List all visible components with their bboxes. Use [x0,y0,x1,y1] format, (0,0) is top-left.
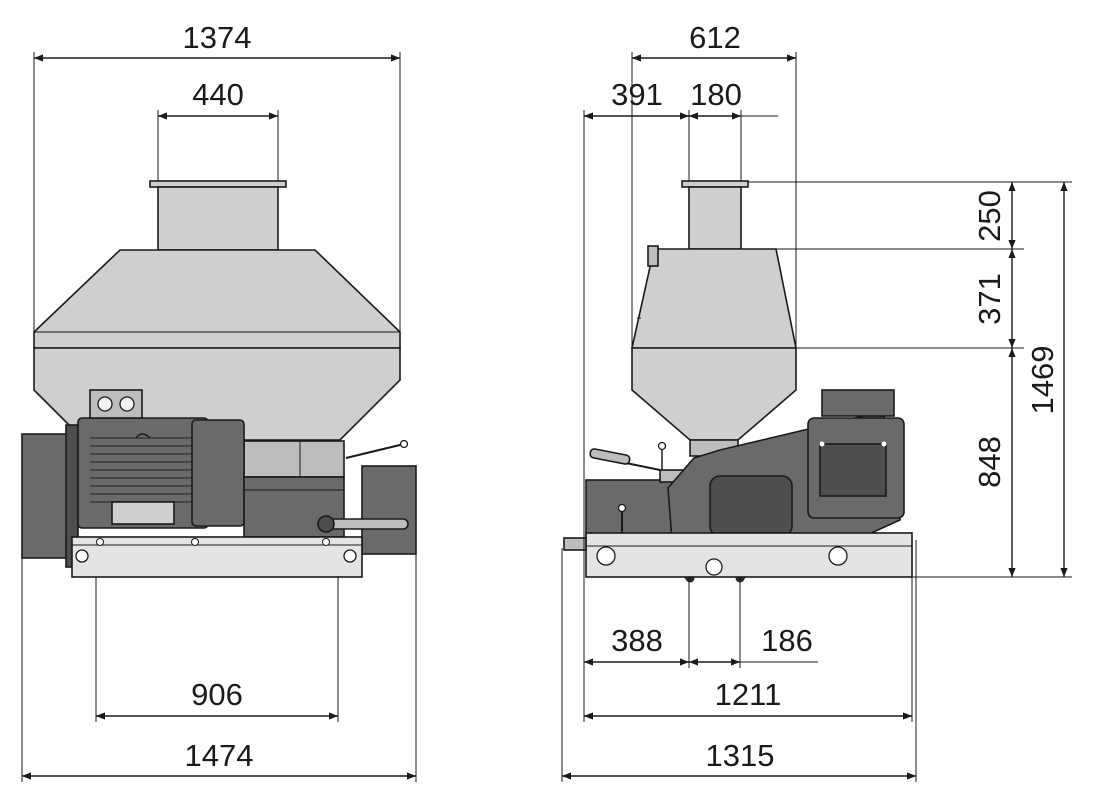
front-dim-inlet: 440 [192,77,244,112]
side-dim-hood-height: 371 [972,273,1007,325]
front-inlet-neck [157,186,279,251]
gland-icon [119,396,135,412]
frame-hole-icon [828,546,848,566]
lever-knob-icon [317,515,335,533]
frame-bolt-icon [343,549,357,563]
side-dim-overall-height: 1469 [1025,346,1060,415]
front-hood [33,249,401,349]
front-dim-feet: 906 [191,677,243,712]
side-motor-top [821,389,895,417]
side-dim-offset-top: 391 [611,77,663,112]
side-dim-overall-bottom: 1315 [706,738,775,773]
front-view-machine [21,180,417,578]
lifting-eye-icon [135,433,151,439]
side-dim-inlet: 180 [690,77,742,112]
side-view-machine [563,180,913,583]
side-handle [589,448,631,465]
handle-knob-icon [617,503,627,513]
frame-hole-icon [596,546,616,566]
side-view-dimensions: 612 391 180 250 371 848 1469 388 186 121… [561,20,1072,782]
front-view-dimensions: 1374 440 906 1474 [21,20,417,782]
side-dim-base-height: 848 [972,436,1007,488]
front-motor-foot [111,501,175,525]
side-inlet-neck [688,186,742,250]
front-gearbox [191,419,245,527]
frame-hole-icon [705,558,723,576]
front-base-frame [71,536,363,578]
side-dim-frame: 1211 [715,677,782,712]
side-inspection-panel [709,475,793,537]
front-rear-housing [243,440,345,478]
side-hopper [631,347,797,441]
frame-bolt-icon [75,549,89,563]
side-dim-overall-top: 612 [689,20,741,55]
side-dim-offset-bottom: 388 [611,623,663,658]
front-inlet-flange [149,180,287,188]
front-right-cover [361,465,417,555]
front-dim-overall-bottom: 1474 [185,738,254,773]
handle-knob-icon [657,441,667,451]
side-motor-plate [819,443,887,497]
side-base-frame [585,532,913,578]
side-inlet-flange [681,180,749,188]
side-dim-gap: 186 [761,623,813,658]
handle-knob-icon [399,439,409,449]
front-dim-overall-top: 1374 [183,20,252,55]
gland-icon [97,396,113,412]
side-dim-inlet-height: 250 [972,190,1007,242]
front-motor-fins [90,437,196,503]
